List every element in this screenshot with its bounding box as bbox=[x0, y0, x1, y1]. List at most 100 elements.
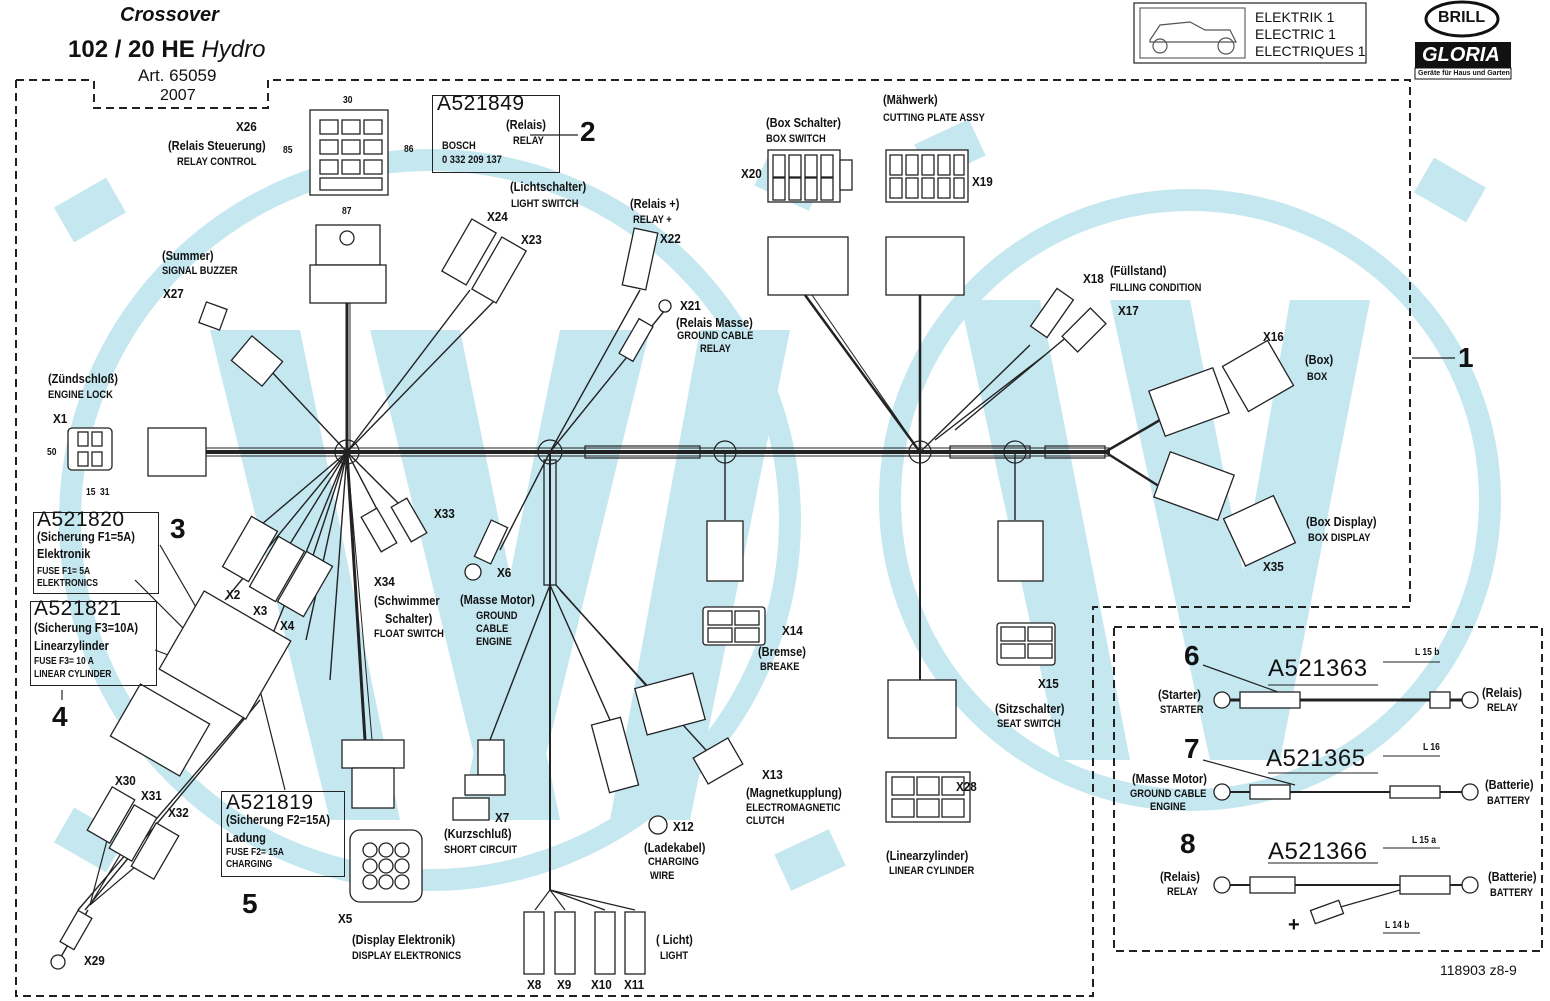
conn-x14: X14 bbox=[782, 623, 803, 638]
short-de: (Kurzschluß) bbox=[444, 826, 512, 841]
callout-4: 4 bbox=[52, 701, 68, 732]
fuse-f3-de2: Linearzylinder bbox=[34, 638, 109, 653]
conn-x34: X34 bbox=[374, 574, 395, 589]
relay-ground-en2: RELAY bbox=[700, 343, 731, 355]
display-en: DISPLAY ELEKTRONICS bbox=[352, 950, 462, 962]
conn-x16: X16 bbox=[1263, 329, 1284, 344]
box-en: BOX bbox=[1307, 371, 1328, 383]
model-bold: 102 / 20 HE bbox=[68, 36, 195, 63]
cable-battery-length2: L 14 b bbox=[1385, 920, 1410, 931]
charging-de: (Ladekabel) bbox=[644, 840, 706, 855]
gloria-subtitle: Geräte für Haus und Garten bbox=[1418, 70, 1510, 77]
ground-motor-en3: ENGINE bbox=[476, 636, 512, 648]
callout-8: 8 bbox=[1180, 828, 1196, 859]
box-switch-en: BOX SWITCH bbox=[766, 133, 826, 145]
conn-x5: X5 bbox=[338, 911, 353, 926]
callout-3: 3 bbox=[170, 513, 186, 544]
engine-lock-en: ENGINE LOCK bbox=[48, 389, 113, 401]
conn-x13: X13 bbox=[762, 767, 783, 782]
mower-en: CUTTING PLATE ASSY bbox=[883, 112, 985, 124]
engine-lock-de: (Zündschloß) bbox=[48, 371, 118, 386]
light-de: ( Licht) bbox=[656, 932, 693, 947]
clutch-de: (Magnetkupplung) bbox=[746, 785, 842, 800]
light-switch-de: (Lichtschalter) bbox=[510, 179, 587, 194]
conn-x6: X6 bbox=[497, 565, 512, 580]
conn-x10: X10 bbox=[591, 977, 612, 992]
conn-x7: X7 bbox=[495, 810, 510, 825]
mower-de: (Mähwerk) bbox=[883, 92, 938, 107]
conn-x4: X4 bbox=[280, 618, 295, 633]
relay-part-box bbox=[432, 95, 560, 173]
pin-x1-31: 31 bbox=[100, 487, 110, 498]
seat-switch-de: (Sitzschalter) bbox=[995, 701, 1065, 716]
battery-cables bbox=[1213, 661, 1479, 934]
fuse-f2-de2: Ladung bbox=[226, 830, 266, 845]
box-display-de: (Box Display) bbox=[1306, 514, 1377, 529]
ground-motor-en2: CABLE bbox=[476, 623, 509, 635]
relay-plus-de: (Relais +) bbox=[630, 196, 680, 211]
brill-logo bbox=[1424, 0, 1500, 38]
fuse-f2-en2: CHARGING bbox=[226, 859, 273, 870]
conn-x19: X19 bbox=[972, 174, 993, 189]
filling-en: FILLING CONDITION bbox=[1110, 282, 1202, 294]
relay-plus-en: RELAY + bbox=[633, 214, 672, 226]
short-en: SHORT CIRCUIT bbox=[444, 844, 518, 856]
conn-x3: X3 bbox=[253, 603, 268, 618]
pin-x26-86: 86 bbox=[404, 144, 414, 155]
conn-x17: X17 bbox=[1118, 303, 1139, 318]
cable-ground-left-en: GROUND CABLE bbox=[1130, 788, 1207, 800]
conn-x23: X23 bbox=[521, 232, 542, 247]
title-line-2: ELECTRIC 1 bbox=[1255, 26, 1336, 42]
conn-x35: X35 bbox=[1263, 559, 1284, 574]
float-switch-de2: Schalter) bbox=[385, 611, 433, 626]
pin-x1-50: 50 bbox=[47, 447, 57, 458]
fuse-f1-de2: Elektronik bbox=[37, 546, 91, 561]
conn-x30: X30 bbox=[115, 773, 136, 788]
brill-text: BRILL bbox=[1438, 9, 1486, 26]
relay-control-de: (Relais Steuerung) bbox=[168, 138, 266, 153]
fuse-f1-de: (Sicherung F1=5A) bbox=[37, 529, 135, 544]
conn-x20: X20 bbox=[741, 166, 762, 181]
relay-brand: BOSCH bbox=[442, 140, 476, 152]
cable-battery-part: A521366 bbox=[1268, 838, 1368, 865]
clutch-en: ELECTROMAGNETIC bbox=[746, 802, 841, 814]
conn-x8: X8 bbox=[527, 977, 542, 992]
filling-de: (Füllstand) bbox=[1110, 263, 1167, 278]
conn-x26: X26 bbox=[236, 119, 257, 134]
summer-en: SIGNAL BUZZER bbox=[162, 265, 238, 277]
cable-starter-left-en: STARTER bbox=[1160, 704, 1204, 716]
conn-x1: X1 bbox=[53, 411, 68, 426]
fuse-f3-box bbox=[30, 601, 157, 686]
callout-2: 2 bbox=[580, 116, 596, 147]
callout-6: 6 bbox=[1184, 640, 1200, 671]
fuse-f2-box bbox=[221, 791, 345, 877]
pin-x1-15: 15 bbox=[86, 487, 96, 498]
charging-en: CHARGING bbox=[648, 856, 699, 868]
conn-x9: X9 bbox=[557, 977, 572, 992]
relay-subtitle: RELAY bbox=[513, 135, 544, 147]
float-switch-en: FLOAT SWITCH bbox=[374, 628, 444, 640]
relay-title: (Relais) bbox=[506, 117, 546, 132]
cable-battery-length: L 15 a bbox=[1412, 835, 1436, 846]
box-de: (Box) bbox=[1305, 352, 1334, 367]
relay-part-number: A521849 bbox=[437, 92, 525, 115]
cable-starter-length: L 15 b bbox=[1415, 647, 1440, 658]
conn-x33: X33 bbox=[434, 506, 455, 521]
title-line-1: ELEKTRIK 1 bbox=[1255, 9, 1335, 25]
fuse-f2-de: (Sicherung F2=15A) bbox=[226, 812, 331, 827]
brand-name: Crossover bbox=[120, 4, 219, 26]
fuse-f3-en2: LINEAR CYLINDER bbox=[34, 669, 112, 680]
callout-7: 7 bbox=[1184, 733, 1200, 764]
ground-motor-de: (Masse Motor) bbox=[460, 592, 535, 607]
clutch-en2: CLUTCH bbox=[746, 815, 785, 827]
cable-ground-right-de: (Batterie) bbox=[1485, 777, 1534, 792]
fuse-f3-part: A521821 bbox=[34, 597, 122, 620]
conn-x22: X22 bbox=[660, 231, 681, 246]
cable-battery-right-de: (Batterie) bbox=[1488, 869, 1537, 884]
brake-en: BREAKE bbox=[760, 661, 800, 673]
callout-1: 1 bbox=[1458, 342, 1474, 373]
cable-starter-part: A521363 bbox=[1268, 655, 1368, 682]
model-year: 2007 bbox=[160, 87, 196, 104]
